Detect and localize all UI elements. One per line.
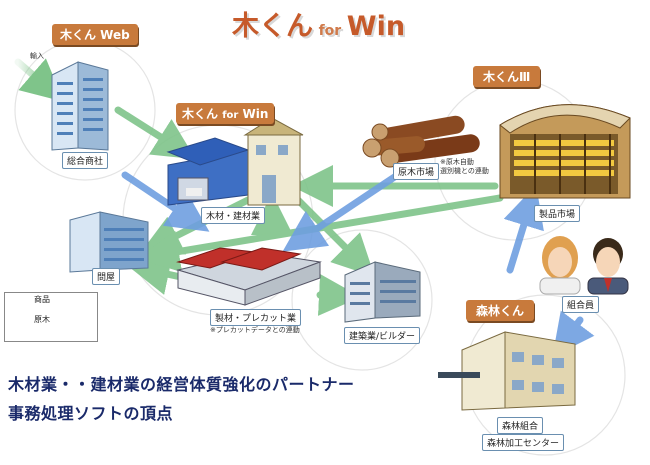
members-people: [539, 236, 629, 295]
tag-kikun-3: 木くんⅢ: [473, 66, 541, 87]
logs-pile: [362, 115, 480, 168]
slogan-line1: 木材業・・建材業の経営体質強化のパートナー: [8, 375, 355, 394]
tag-kikun-for-win: 木くん for Win: [176, 103, 275, 124]
label-shinrin-kako: 森林加工センター: [482, 434, 565, 451]
label-mokuzai-kenzai: 木材・建材業: [201, 207, 266, 224]
arrow-log-1: [121, 171, 210, 232]
legend-goods-label: 商品: [34, 295, 50, 304]
label-tonya: 問屋: [92, 268, 121, 285]
label-kumiaiin: 組合員: [562, 296, 600, 313]
slogan-line2: 事務処理ソフトの頂点: [8, 404, 174, 423]
product-market-shed: [499, 104, 631, 199]
tag-kikun-web: 木くん Web: [52, 24, 138, 45]
trading-company-building: [51, 61, 109, 151]
tag-win-win: Win: [242, 107, 269, 121]
legend-logs-label: 原木: [34, 315, 50, 324]
genboku-note-line2: 選別機との連動: [440, 167, 489, 175]
arrow-shinrin-to-seihin: [503, 184, 544, 274]
tag-win-main: 木くん: [182, 107, 219, 121]
label-sogo-shosha: 総合商社: [62, 152, 109, 169]
wholesaler-building: [69, 211, 149, 273]
genboku-note: ※原木自動 選別機との連動: [440, 158, 489, 176]
title-for: for: [318, 23, 342, 39]
arrow-genboku-to-seizai: [282, 166, 409, 252]
title-win: Win: [346, 11, 406, 42]
builder-building: [344, 261, 421, 323]
arrow-seizai-to-builder: [316, 273, 361, 316]
tag-win-for: for: [222, 110, 239, 121]
label-seihin-ichiba: 製品市場: [534, 205, 581, 222]
label-seizai-precut: 製材・プレカット業: [210, 309, 302, 326]
arrow-shosha-to-kenzai: [114, 106, 196, 160]
arrow-kumiaiin-to-shinrin: [552, 310, 595, 357]
label-kenchiku-builder: 建築業/ビルダー: [344, 327, 421, 344]
precut-note: ※プレカットデータとの連動: [210, 326, 300, 334]
main-title: 木くん for Win: [232, 4, 405, 43]
title-kikun: 木くん: [232, 11, 313, 42]
import-label: 輸入: [30, 52, 44, 60]
label-genboku-ichiba: 原木市場: [393, 163, 440, 180]
sawmill-precut-factory: [176, 247, 322, 306]
forestry-coop-building: [438, 331, 576, 411]
genboku-note-line1: ※原木自動: [440, 158, 474, 166]
legend: [4, 292, 98, 342]
label-shinrin-kumiai: 森林組合: [497, 417, 544, 434]
import-arrow: [14, 58, 64, 102]
log-arrows: [121, 166, 595, 357]
lumber-warehouse: [166, 117, 304, 206]
tag-shinrin-kun: 森林くん: [466, 300, 535, 321]
